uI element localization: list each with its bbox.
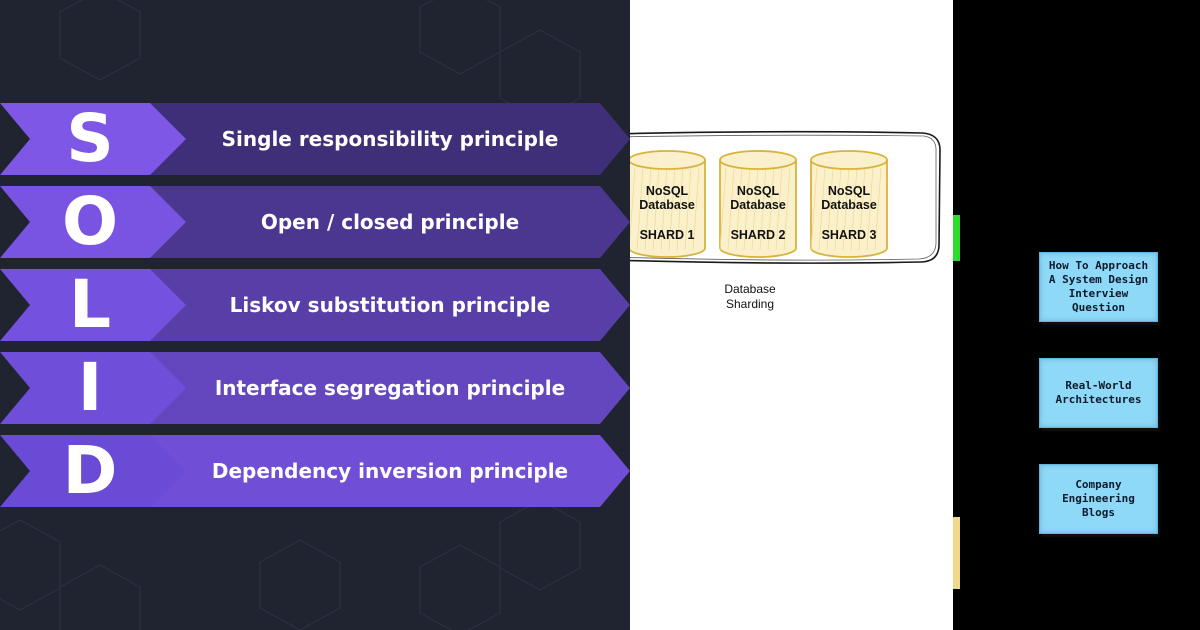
letter-chevron [0,269,186,341]
solid-principle-label: Liskov substitution principle [229,293,551,317]
solid-letter: L [68,266,112,343]
label-banner [150,352,630,424]
database-cylinder-top [630,150,706,170]
solid-row-i: I Interface segregation principle [0,352,630,424]
solid-letter: D [62,432,118,509]
database-name-line-1: NoSQL [736,184,780,198]
label-banner [150,269,630,341]
solid-principle-label: Dependency inversion principle [211,459,569,483]
letter-chevron [0,352,186,424]
solid-letter: O [61,183,119,260]
notes-panel: How To Approach A System Design Intervie… [953,0,1200,630]
letter-chevron [0,103,186,175]
database-name-line-1: NoSQL [645,184,689,198]
label-banner [150,103,630,175]
shard-label: SHARD 3 [821,228,877,242]
solid-row-s: S Single responsibility principle [0,103,630,175]
database-name-line-2: Database [730,198,786,212]
database-name-line-2: Database [821,198,877,212]
solid-letter: I [77,349,103,426]
solid-row-l: L Liskov substitution principle [0,269,630,341]
sticky-note-architectures: Real-World Architectures [1039,358,1158,428]
solid-principle-label: Single responsibility principle [221,127,559,151]
shard-label: SHARD 2 [730,228,786,242]
letter-chevron [0,435,186,507]
caption-line-2: Sharding [725,297,775,311]
solid-row-o: O Open / closed principle [0,186,630,258]
solid-principle-label: Open / closed principle [260,210,520,234]
solid-principle-label: Interface segregation principle [214,376,566,400]
letter-chevron [0,186,186,258]
sharding-diagram [630,130,941,264]
database-cylinder-top [810,150,888,170]
green-marker [953,215,960,261]
database-name-line-1: NoSQL [827,184,871,198]
database-cylinder-top [719,150,797,170]
hexagon-background [0,0,581,630]
solid-row-d: D Dependency inversion principle [0,435,630,507]
label-banner [150,186,630,258]
solid-letter: S [66,100,114,177]
yellow-marker [953,517,960,589]
label-banner [150,435,630,507]
shard-container [630,130,941,264]
sticky-note-engineering-blogs: Company Engineering Blogs [1039,464,1158,534]
database-name-line-2: Database [639,198,695,212]
shard-label: SHARD 1 [639,228,695,242]
sticky-note-system-design: How To Approach A System Design Intervie… [1039,252,1158,322]
caption-line-1: Database [724,282,776,296]
sharding-caption: Database Sharding [700,282,800,312]
